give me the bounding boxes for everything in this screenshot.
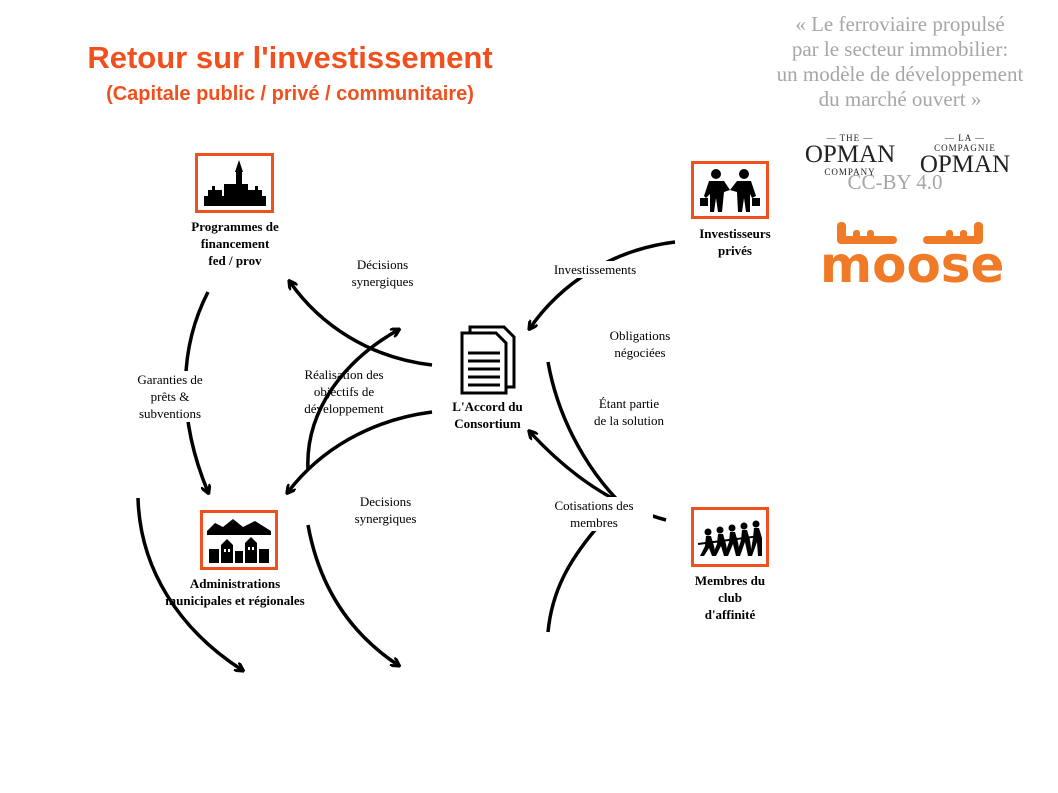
label-line: Programmes de xyxy=(191,219,279,234)
logo-main-text: OPMAN xyxy=(919,151,1011,178)
quote-line: un modèle de développement xyxy=(776,62,1024,86)
quote: « Le ferroviaire propulsé par le secteur… xyxy=(745,12,1055,112)
edge-label-cotisations: Cotisations des membres xyxy=(535,497,653,531)
label-line: fed / prov xyxy=(208,253,262,268)
label-line: Membres du xyxy=(694,573,766,588)
municipal-label: Administrations municipales et régionale… xyxy=(145,575,325,609)
quote-line: « Le ferroviaire propulsé xyxy=(795,12,1005,36)
label-line: Garanties de xyxy=(137,372,203,387)
label-line: objectifs de xyxy=(313,384,375,399)
town-icon xyxy=(207,519,271,563)
label-line: Investisseurs xyxy=(699,226,771,241)
edge-label-investments: Investissements xyxy=(540,261,650,278)
label-line: Réalisation des xyxy=(304,367,384,382)
moose-logo-text: moose xyxy=(820,236,1005,294)
page-title: Retour sur l'investissement xyxy=(87,40,493,75)
label-line: club xyxy=(718,590,742,605)
documents-icon xyxy=(460,325,516,395)
logo-main-text: OPMAN xyxy=(804,141,896,168)
parliament-icon xyxy=(204,160,266,206)
quote-line: du marché ouvert » xyxy=(818,87,982,111)
arrow-realisation-up xyxy=(306,330,398,471)
edge-label-partie: Étant partie de la solution xyxy=(578,395,680,429)
investors-node-box xyxy=(691,161,769,219)
label-line: synergiques xyxy=(354,511,417,526)
opman-company-logo: — THE — OPMAN COMPANY xyxy=(800,133,900,177)
handshake-icon xyxy=(700,169,760,212)
label-line: municipales et régionales xyxy=(165,593,305,608)
logo-bottom-text: COMPANY xyxy=(824,167,876,177)
edge-label-decisions-top: Décisions synergiques xyxy=(330,256,435,290)
label-line: membres xyxy=(570,515,618,530)
edge-label-obligations: Obligations négociées xyxy=(590,327,690,361)
label-line: Étant partie xyxy=(598,396,660,411)
quote-line: par le secteur immobilier: xyxy=(791,37,1009,61)
label-line: synergiques xyxy=(351,274,414,289)
edge-label-realisation: Réalisation des objectifs de développeme… xyxy=(285,366,403,417)
label-line: Investissements xyxy=(553,262,637,277)
label-line: Cotisations des xyxy=(554,498,634,513)
logo-top-text: — THE — xyxy=(826,133,874,143)
logo-sub-text: COMPAGNIE xyxy=(934,143,996,153)
arrow-realisation-down xyxy=(288,410,433,492)
arrow-investments xyxy=(530,240,676,328)
license-text: CC-BY 4.0 xyxy=(847,170,943,194)
tug-of-war-icon xyxy=(697,520,762,556)
arrow-municipal-right xyxy=(306,524,398,665)
members-node-box xyxy=(691,507,769,567)
label-line: de la solution xyxy=(593,413,665,428)
municipal-node-box xyxy=(200,510,278,570)
label-line: développement xyxy=(304,401,384,416)
edge-label-guarantees: Garanties de prêts & subventions xyxy=(115,371,225,422)
label-line: privés xyxy=(718,243,752,258)
label-line: Décisions xyxy=(356,257,409,272)
arrow-consortium-members xyxy=(546,361,638,518)
arrow-decisions-top xyxy=(290,282,433,367)
investors-label: Investisseurs privés xyxy=(675,225,795,259)
label-line: négociées xyxy=(614,345,666,360)
label-line: Consortium xyxy=(454,416,521,431)
label-line: Administrations xyxy=(189,576,281,591)
label-line: financement xyxy=(200,236,270,251)
label-line: Obligations xyxy=(609,328,671,343)
label-line: Decisions xyxy=(359,494,412,509)
members-label: Membres du club d'affinité xyxy=(670,572,790,623)
arrow-members-out xyxy=(546,528,597,633)
label-line: prêts & xyxy=(150,389,190,404)
moose-antlers-icon xyxy=(837,222,983,244)
label-line: L'Accord du xyxy=(452,399,523,414)
edge-label-decisions-bottom: Decisions synergiques xyxy=(333,493,438,527)
label-line: subventions xyxy=(138,406,202,421)
arrow-municipal-left xyxy=(136,497,242,670)
government-label: Programmes de financement fed / prov xyxy=(165,218,305,269)
opman-compagnie-logo: — LA — COMPAGNIE OPMAN xyxy=(915,133,1015,177)
logo-top-text: — LA — xyxy=(944,133,985,143)
consortium-label: L'Accord du Consortium xyxy=(420,398,555,432)
page-subtitle: (Capitale public / privé / communitaire) xyxy=(106,83,474,105)
label-line: d'affinité xyxy=(704,607,756,622)
government-node-box xyxy=(195,153,274,213)
